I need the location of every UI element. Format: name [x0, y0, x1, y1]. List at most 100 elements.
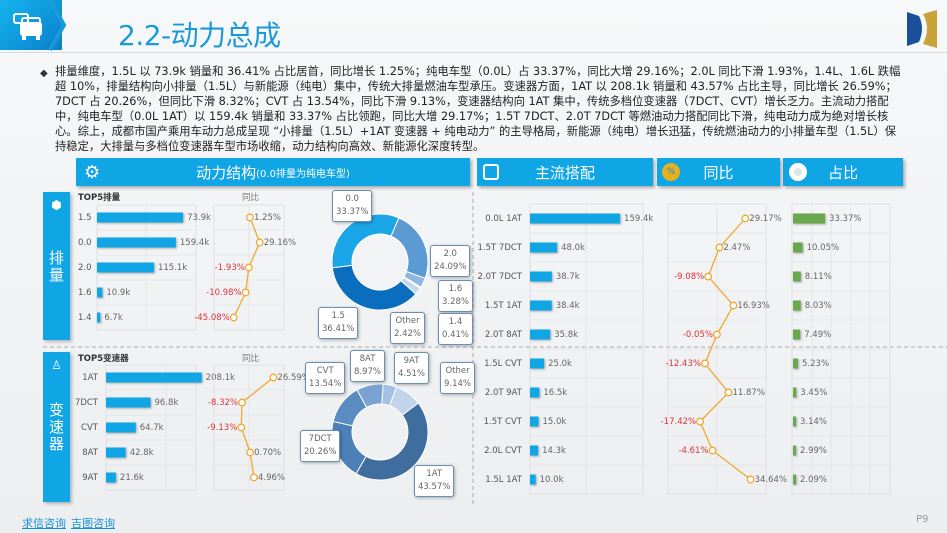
- yoy-point: [708, 446, 717, 455]
- pie-label-text: 8AT: [359, 354, 376, 364]
- yoy-point: [713, 330, 721, 339]
- bar-value-label: 48.0k: [561, 243, 585, 253]
- category-label: 1.4: [78, 313, 92, 323]
- bar-value-label: 38.7k: [556, 272, 580, 282]
- bar: [793, 300, 801, 311]
- category-label: 1.5: [78, 213, 92, 223]
- pie-label-text: 1AT: [426, 469, 443, 479]
- yoy-point: [245, 213, 254, 222]
- chart-title: TOP5排量: [78, 193, 121, 203]
- bar: [530, 271, 552, 282]
- bar-value-label: 10.9k: [106, 288, 130, 298]
- page-number: P9: [916, 514, 929, 525]
- section-share: 占比: [783, 158, 903, 186]
- category-label: 1.5T 7DCT: [478, 243, 523, 253]
- yoy-point: [746, 475, 755, 484]
- bar: [530, 474, 536, 485]
- pie-label: Other 9.14%: [440, 362, 476, 394]
- header-icon-box: [0, 0, 62, 50]
- category-label: 7DCT: [75, 398, 99, 408]
- bar: [530, 358, 545, 369]
- bar-value-label: 38.4k: [556, 301, 580, 311]
- bar: [793, 358, 799, 369]
- bar-value-label: 208.1k: [206, 373, 235, 383]
- bar: [530, 445, 539, 456]
- category-label: 1.5T 1AT: [485, 301, 523, 311]
- category-label: 2.0T 7DCT: [478, 272, 523, 282]
- pie-slice: [331, 213, 400, 269]
- category-label: 1.5L CVT: [484, 359, 523, 369]
- section-title: 同比: [703, 163, 734, 182]
- gear-shift-icon: ♙: [51, 358, 62, 372]
- bar-value-label: 2.99%: [800, 446, 827, 456]
- category-label: 0.0: [78, 238, 92, 248]
- bar: [793, 474, 796, 485]
- category-label: 8AT: [82, 448, 99, 458]
- bar: [97, 287, 103, 298]
- yoy-label: -12.43%: [665, 359, 700, 369]
- bar: [793, 416, 797, 427]
- side-tab-label: 变速器: [47, 402, 65, 453]
- yoy-point: [724, 388, 733, 397]
- yoy-label: -9.13%: [207, 423, 237, 433]
- bullet-icon: ◆: [40, 68, 48, 79]
- chart-title: 同比: [242, 354, 260, 364]
- category-label: 2.0T 8AT: [485, 330, 523, 340]
- brand-logo: [907, 10, 937, 48]
- footer-link[interactable]: 求信咨询: [22, 517, 66, 530]
- yoy-label: -9.08%: [674, 272, 704, 282]
- bar-value-label: 64.7k: [140, 423, 164, 433]
- yoy-label: -17.42%: [661, 417, 696, 427]
- pie-label-text: 33.37%: [336, 207, 369, 217]
- pie-label-text: 24.09%: [434, 262, 467, 272]
- footer-link[interactable]: 吉图咨询: [71, 517, 116, 530]
- bar: [106, 422, 136, 433]
- pie-label-text: 1.5: [331, 311, 345, 321]
- pie-label-text: 4.51%: [398, 369, 426, 379]
- yoy-point: [238, 398, 246, 407]
- bar-chart-icon: [483, 164, 499, 180]
- bar-value-label: 25.0k: [548, 359, 572, 369]
- category-label: 1.6: [78, 288, 92, 298]
- bar-value-label: 15.0k: [542, 417, 566, 427]
- yoy-point: [255, 238, 264, 247]
- gears-icon: ⚙: [84, 161, 101, 183]
- yoy-point: [246, 448, 255, 457]
- footer-links: 求信咨询 吉图咨询: [22, 512, 115, 531]
- pie-label-text: 36.41%: [322, 324, 355, 334]
- pie-label-text: Other: [445, 366, 470, 376]
- pie-label-text: 3.28%: [442, 297, 470, 307]
- bar-value-label: 115.1k: [158, 263, 187, 273]
- pie-label-text: Other: [395, 316, 420, 326]
- bar-value-label: 10.0k: [540, 475, 564, 485]
- pie-label-text: CVT: [316, 366, 334, 376]
- yoy-label: -0.05%: [683, 330, 713, 340]
- header-divider: [0, 52, 947, 53]
- yoy-label: -1.93%: [215, 263, 245, 273]
- yoy-point: [704, 272, 713, 281]
- bar-value-label: 2.09%: [800, 475, 827, 485]
- page-title: 2.2-动力总成: [118, 19, 281, 52]
- category-label: 1.5T CVT: [484, 417, 523, 427]
- pie-label-text: 8.97%: [354, 367, 382, 377]
- pie-label-text: 43.57%: [418, 482, 451, 492]
- yoy-label: -8.32%: [208, 398, 238, 408]
- side-tab-displacement: ⬢ 排量: [43, 192, 70, 340]
- pie-label-text: 7DCT: [308, 434, 332, 444]
- yoy-label: 26.59%: [277, 373, 309, 383]
- yoy-point: [696, 417, 705, 426]
- target-icon: [789, 163, 807, 181]
- bar-value-label: 42.8k: [130, 448, 154, 458]
- pie-label: 1.5 36.41%: [318, 307, 359, 339]
- pie-label-text: 9.14%: [444, 379, 472, 389]
- bar-value-label: 3.14%: [800, 417, 827, 427]
- yoy-point: [269, 373, 278, 382]
- category-label: 1.5L 1AT: [485, 475, 523, 485]
- pie-slice: [355, 402, 429, 481]
- pie-label-text: 13.54%: [309, 379, 342, 389]
